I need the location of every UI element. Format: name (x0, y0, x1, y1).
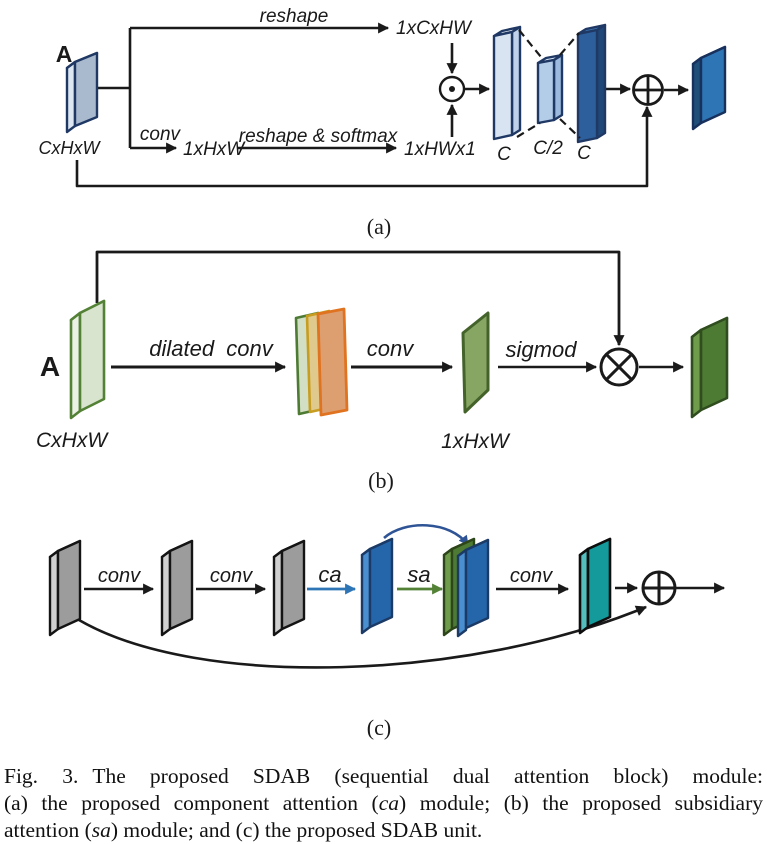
output-tensor-b (690, 316, 729, 419)
sa-label: sa (407, 562, 430, 587)
sigmoid-label: sigmod (506, 337, 578, 362)
figure-caption: Fig. 3. The proposed SDAB (sequential dua… (0, 763, 767, 844)
caption-line-2: (a) the proposed component attention (ca… (4, 790, 763, 817)
gray-slab-1 (48, 539, 82, 637)
tensor-front-face (73, 51, 99, 128)
panel-c-letter: (c) (367, 715, 391, 740)
ca-skip-arc-arrow (383, 523, 470, 546)
dilated-feature-cards (294, 307, 349, 417)
caption-line-3-pre: attention ( (4, 818, 92, 842)
residual-skip-curve (78, 605, 648, 669)
output-tensor-a (691, 45, 727, 131)
dilated-conv-label: dilated conv (149, 336, 275, 361)
mask-tensor (461, 311, 490, 414)
panel-c: conv conv ca sa conv (c) (48, 523, 726, 740)
conv1-label: conv (98, 565, 141, 587)
reshape-label: reshape (260, 6, 329, 27)
input-dims-label-b: CxHxW (36, 429, 109, 452)
softmax-out-dims-label: 1xHWx1 (404, 139, 476, 160)
circled-dot-icon (438, 75, 466, 103)
panel-a: A CxHxW reshape 1xCxHW conv 1xHxW reshap… (39, 6, 727, 239)
gray-slab-3 (272, 539, 306, 637)
caption-sa-italic: sa (91, 818, 111, 842)
caption-ca-italic: ca (378, 791, 399, 815)
panel-b: A CxHxW dilated conv conv 1xHxW sigmod (… (36, 250, 729, 493)
stack-blue-slab (456, 538, 490, 638)
conv-out-dims-label: 1xHxW (183, 139, 246, 160)
fc-bar-c1 (492, 25, 522, 141)
bar1-label: C (497, 144, 511, 165)
bottleneck-dashed-lines (516, 29, 581, 139)
fc-bar-c2 (536, 53, 564, 125)
caption-line-3: attention (sa) module; and (c) the propo… (4, 817, 763, 844)
conv-label-b: conv (367, 336, 415, 361)
input-a-label: A (56, 41, 73, 67)
input-a-label-b: A (40, 351, 60, 382)
caption-line-1-text: The proposed SDAB (sequential dual atten… (92, 764, 763, 788)
softmax-label: reshape & softmax (239, 126, 399, 147)
input-dims-label: CxHxW (39, 138, 102, 158)
circled-times-icon (599, 347, 639, 387)
sdab-figure: A CxHxW reshape 1xCxHW conv 1xHxW reshap… (36, 6, 729, 740)
panel-b-letter: (b) (368, 468, 394, 493)
ca-label: ca (318, 562, 341, 587)
conv-label: conv (140, 124, 182, 145)
caption-line-2-post: ) module; (b) the proposed subsidiary (399, 791, 763, 815)
caption-line-3-post: ) module; and (c) the proposed SDAB unit… (110, 818, 483, 842)
residual-skip-arrow (75, 105, 653, 188)
circled-plus-icon (632, 74, 664, 106)
panel-a-letter: (a) (367, 214, 391, 239)
fc-bar-c3 (576, 23, 607, 144)
caption-line-2-pre: (a) the proposed component attention ( (4, 791, 379, 815)
bar3-label: C (577, 143, 591, 164)
bar2-label: C/2 (533, 138, 563, 159)
caption-line-1: Fig. 3. The proposed SDAB (sequential dua… (4, 763, 763, 790)
conv2-label: conv (210, 565, 253, 587)
blue-slab-ca (360, 537, 394, 635)
skip-to-times-arrow (95, 250, 625, 347)
reshape-out-dims-label: 1xCxHW (396, 18, 473, 39)
caption-fig-label: Fig. 3. (4, 764, 79, 788)
circled-plus-icon-c (641, 570, 677, 606)
dilated-card-orange (316, 307, 349, 417)
conv3-label: conv (510, 565, 553, 587)
mask-dims-label: 1xHxW (441, 430, 511, 453)
teal-slab (578, 537, 612, 635)
input-tensor-a (65, 51, 99, 134)
green-blue-stack (442, 537, 490, 638)
input-tensor-a-b (69, 299, 106, 420)
gray-slab-2 (160, 539, 194, 637)
